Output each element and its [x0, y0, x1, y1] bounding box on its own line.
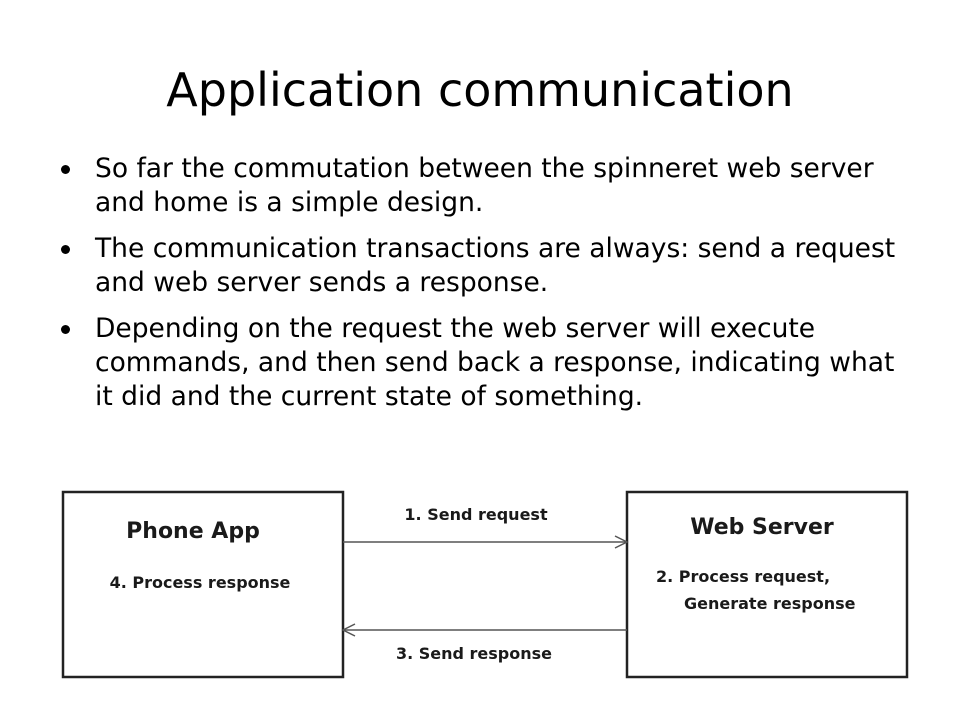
- web-server-step-line2: Generate response: [684, 594, 856, 613]
- bullet-dot-icon: [61, 325, 70, 334]
- response-arrow: 3. Send response: [341, 623, 627, 663]
- bullet-text: Depending on the request the web server …: [95, 313, 895, 412]
- phone-app-title: Phone App: [126, 519, 260, 544]
- request-arrow: 1. Send request: [343, 505, 629, 549]
- bullet-text: The communication transactions are alway…: [95, 233, 896, 298]
- phone-app-box-border: [61, 490, 345, 679]
- request-arrow-label: 1. Send request: [404, 505, 548, 524]
- web-server-title: Web Server: [690, 515, 834, 540]
- phone-app-step: 4. Process response: [110, 573, 291, 592]
- slide-title: Application communication: [166, 63, 794, 117]
- phone-app-box: Phone App 4. Process response: [61, 490, 345, 679]
- bullet-text: So far the commutation between the spinn…: [95, 153, 874, 218]
- bullet-dot-icon: [61, 165, 70, 174]
- bullet-dot-icon: [61, 245, 70, 254]
- web-server-box-border: [625, 490, 909, 679]
- web-server-box: Web Server 2. Process request, Generate …: [625, 490, 909, 679]
- bullet-list: So far the commutation between the spinn…: [55, 152, 915, 426]
- bullet-item: The communication transactions are alway…: [55, 232, 915, 300]
- web-server-step-line1: 2. Process request,: [656, 567, 830, 586]
- bullet-item: So far the commutation between the spinn…: [55, 152, 915, 220]
- response-arrow-label: 3. Send response: [396, 644, 552, 663]
- bullet-item: Depending on the request the web server …: [55, 312, 915, 414]
